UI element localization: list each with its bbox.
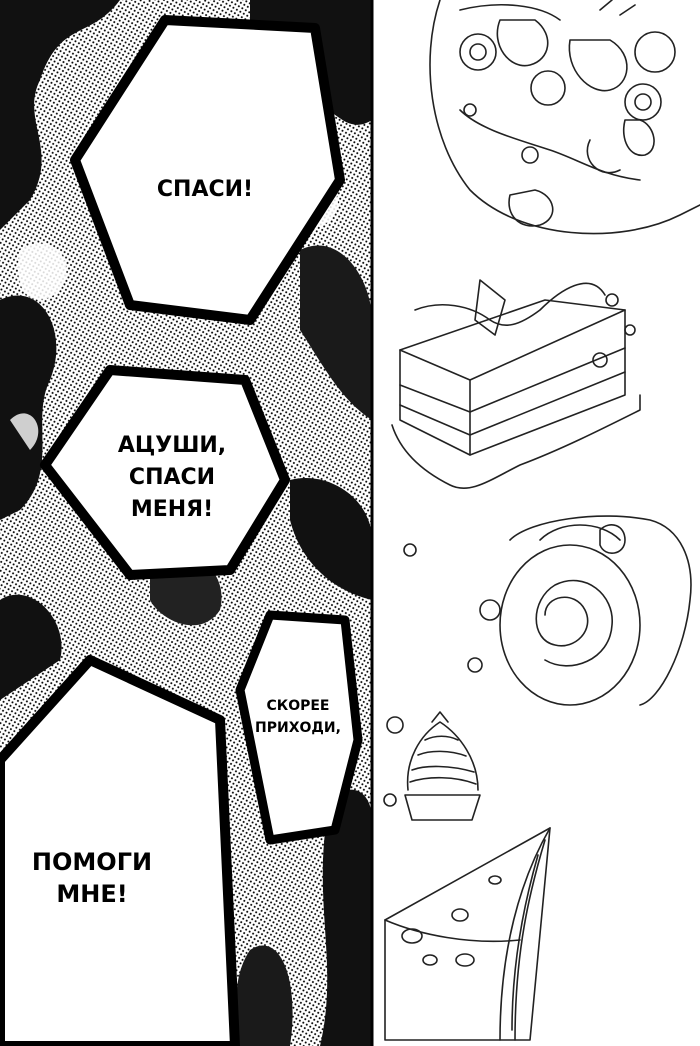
bubble-2-line-2: СПАСИ — [129, 465, 215, 490]
bubble-2-line-3: МЕНЯ! — [131, 497, 213, 522]
mont-blanc-dessert-illustration — [383, 711, 481, 821]
bubble-2-line-1: АЦУШИ, — [118, 433, 226, 458]
layer-cake-slice-illustration — [391, 279, 641, 490]
bubble-1-text: СПАСИ! — [157, 177, 253, 202]
bubble-3-line-1: СКОРЕЕ — [266, 698, 329, 714]
speech-bubble-3: СКОРЕЕ ПРИХОДИ, — [235, 610, 363, 845]
speech-bubble-4: ПОМОГИ МНЕ! — [32, 848, 152, 908]
bubble-3-line-2: ПРИХОДИ, — [255, 720, 341, 736]
lower-left-panel — [0, 655, 240, 1046]
bubble-4-line-2: МНЕ! — [56, 880, 127, 908]
cheesecake-slice-illustration — [384, 827, 551, 1041]
strawberry-cake-illustration — [429, 0, 700, 235]
speech-bubble-1: СПАСИ! — [70, 15, 345, 325]
bubble-4-line-1: ПОМОГИ — [32, 848, 152, 876]
swiss-roll-illustration — [403, 515, 692, 706]
speech-bubble-2: АЦУШИ, СПАСИ МЕНЯ! — [40, 365, 290, 580]
